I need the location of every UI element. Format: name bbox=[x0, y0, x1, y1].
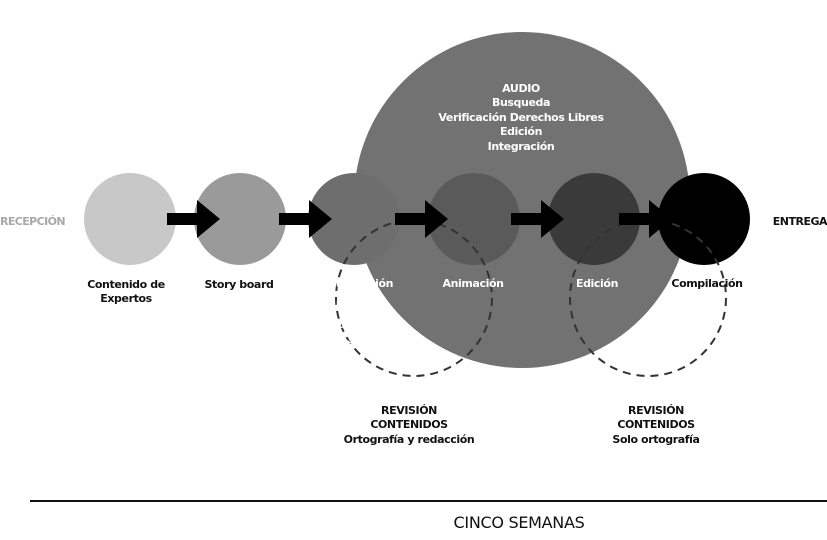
stage-circle-animacion bbox=[428, 173, 520, 265]
stage-label-vectorizacion: Illustración bbox=[322, 297, 387, 310]
delivery-label: ENTREGA bbox=[773, 215, 827, 228]
audio-big-circle bbox=[354, 32, 690, 368]
review-label-1: REVISIÓN bbox=[381, 404, 437, 417]
stage-label-animacion: Animación bbox=[442, 277, 503, 290]
review-label-2: REVISIÓN bbox=[628, 404, 684, 417]
arrow-icon bbox=[511, 200, 564, 238]
stage-label-edicion: Edición bbox=[576, 277, 618, 290]
duration-label: CINCO SEMANAS bbox=[454, 513, 585, 532]
arrow-icon bbox=[167, 200, 220, 238]
stage-circle-contenido bbox=[84, 173, 176, 265]
audio-line: Verificación Derechos Libres bbox=[438, 111, 604, 124]
audio-text-block: AUDIO Busqueda Verificación Derechos Lib… bbox=[438, 82, 604, 153]
stage-label-compilacion: Compilación bbox=[671, 277, 742, 290]
stage-label-contenido: Contenido de bbox=[87, 278, 165, 291]
audio-line: Edición bbox=[500, 125, 542, 138]
audio-line: Integración bbox=[488, 140, 555, 153]
review-label-2: CONTENIDOS bbox=[617, 418, 695, 431]
stage-circle-vectorizacion bbox=[308, 173, 400, 265]
review-label-1: CONTENIDOS bbox=[370, 418, 448, 431]
stage-circle-storyboard bbox=[194, 173, 286, 265]
stage-label-vectorizacion: Fotografía bbox=[324, 318, 384, 331]
stage-label-vectorizacion: Etc... bbox=[339, 338, 369, 351]
stage-label-contenido: Expertos bbox=[100, 292, 152, 305]
arrow-icon bbox=[279, 200, 332, 238]
stage-label-storyboard: Story board bbox=[205, 278, 274, 291]
stage-label-vectorizacion: Vectorización bbox=[315, 277, 393, 290]
stage-circle-edicion bbox=[548, 173, 640, 265]
review-label-1: Ortografía y redacción bbox=[344, 433, 475, 446]
stage-circle-compilacion bbox=[658, 173, 750, 265]
audio-line: Busqueda bbox=[492, 96, 550, 109]
review-label-2: Solo ortografía bbox=[612, 433, 699, 446]
reception-label: RECEPCIÓN bbox=[0, 215, 65, 228]
arrow-icon bbox=[395, 200, 448, 238]
audio-title: AUDIO bbox=[502, 82, 540, 95]
arrow-icon bbox=[619, 200, 672, 238]
